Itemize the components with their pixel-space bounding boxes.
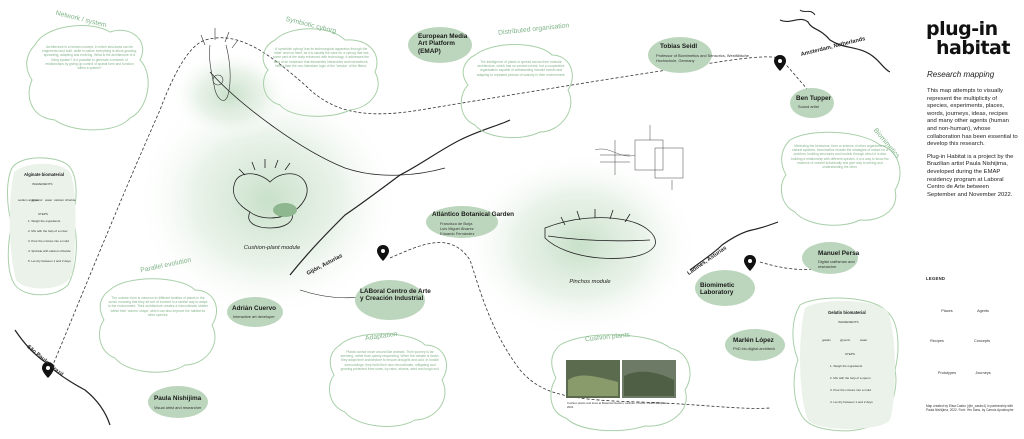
map-canvas (7, 9, 901, 432)
photo-caption: Cushion plants and trees at Botanical Ga… (567, 401, 667, 409)
subtitle: Research mapping (927, 70, 995, 79)
glow-pinchos (460, 150, 700, 340)
agent-blob (355, 280, 425, 320)
recipe-gelatin-ingredient: glycerin (840, 338, 851, 342)
module-cushion: Cushion-plant module (243, 245, 301, 251)
glow-cushion (133, 80, 403, 320)
recipe-alginate-steps-label: STEPS (38, 212, 48, 216)
concept-bubble (98, 278, 217, 373)
description: This map attempts to visually represent … (927, 88, 1019, 204)
concept-text-cyborg: A 'symbiotic cyborg' has its technologic… (273, 47, 369, 68)
agent-blob (648, 37, 712, 73)
recipe-gelatin-step: 4. Let dry between 1 and 2 days (830, 400, 873, 404)
concept-text-parallel: The cushion form is common to different … (108, 296, 208, 317)
legend-concepts: Concepts (973, 339, 991, 343)
agent-laboral: LABoral Centro de Arte y Creación Indust… (360, 288, 431, 303)
recipe-alginate-step: 1. Weigh the ingredients (28, 219, 61, 223)
agent-biomimetic-lab: Biomimetic Laboratory (700, 282, 735, 297)
agent-blob (695, 270, 755, 306)
sidebar (920, 0, 1024, 439)
agent-adrian: Adrián Cuervo (232, 305, 277, 312)
agent-garden-role: Francisco de Borja Luis Miguel Álvarez E… (440, 221, 475, 236)
agent-ben-role: Sound artist (798, 104, 819, 109)
agent-blob (227, 297, 283, 327)
legend-recipes: Recipes (930, 339, 944, 343)
agent-paula: Paula Nishijima (154, 395, 202, 402)
agent-garden: Atlántico Botanical Garden (432, 211, 515, 218)
agent-blob (426, 206, 498, 238)
logo-line2: habitat (936, 37, 1010, 59)
legend-journeys: Journeys (975, 371, 991, 375)
agent-marlen: Marlén López (733, 337, 774, 344)
recipe-alginate-ingredient: glycerol (32, 198, 43, 202)
cyborg-sketch (200, 28, 239, 101)
coastline-saopaulo (14, 329, 111, 426)
agent-tobias-role: Professor of Biomimetics and Sensorics, … (656, 53, 749, 63)
recipe-alginate-step: 5. Let dry between 1 and 2 days (28, 259, 71, 263)
agent-blob (802, 242, 858, 274)
recipe-alginate-ingredient: sodium alginate (18, 198, 40, 202)
agent-manuel: Manuel Persa (818, 250, 860, 257)
recipe-card-alginate (9, 163, 76, 289)
cushion-plant-drawing (233, 159, 308, 229)
recipe-alginate-step: 4. Sprinkle with calcium chloride (28, 249, 71, 253)
credits: Map created by Elisa Castro (@e_castro1)… (926, 404, 1014, 412)
concept-bubble (26, 25, 149, 131)
connector-line (209, 71, 446, 176)
journey-path (389, 242, 771, 409)
recipe-alginate-title: Alginate biomaterial (24, 172, 65, 177)
coastline-ladines (689, 221, 779, 271)
recipe-gelatin-step: 3. Pour the mixture into a mold (830, 388, 871, 392)
concept-text-adaptation: Plants cannot move around like animals. … (340, 350, 440, 371)
module-pinchos: Pinchos module (569, 279, 611, 285)
coastline-amsterdam-2 (799, 9, 816, 16)
cushion-plant-mass (273, 203, 297, 217)
recipe-gelatin-step: 2. Mix with the help of a spoon (830, 376, 871, 380)
organisation-diagram (600, 125, 684, 190)
logo: plug-in habitat (926, 20, 1010, 58)
concept-text-network: Architecture is a human concept, in whic… (42, 45, 137, 71)
description-paragraph: Plug-in Habitat is a project by the Braz… (927, 153, 1014, 198)
recipe-card-gelatin (800, 300, 895, 429)
recipe-gelatin-ingredient: gelatin (822, 338, 831, 342)
legend-prototypes: Prototypes (937, 371, 957, 375)
recipe-alginate-ingredients-label: INGREDIENTS (32, 182, 53, 186)
recipe-gelatin-title: Gelatin biomaterial (828, 310, 866, 315)
legend-title: LEGEND (926, 276, 946, 281)
concept-text-distributed: The intelligence of plants is spread acr… (476, 60, 566, 77)
glow-cyborg (170, 50, 290, 140)
coastline-amsterdam (779, 18, 891, 73)
recipe-alginate-step: 3. Pour the mixture into a mold (28, 239, 69, 243)
agent-blob (148, 386, 208, 418)
recipe-gelatin-ingredients-label: INGREDIENTS (838, 320, 859, 324)
recipe-gelatin-step: 1. Weigh the ingredients (830, 364, 863, 368)
recipe-alginate-ingredient: calcium chloride (54, 198, 76, 202)
concept-bubble (780, 131, 901, 226)
recipe-gelatin-steps-label: STEPS (845, 352, 855, 356)
recipe-alginate-ingredient: water (45, 198, 53, 202)
agent-ben: Ben Tupper (796, 95, 832, 102)
agent-paula-role: Visual artist and researcher (154, 405, 202, 410)
legend-agents: Agents (977, 309, 989, 313)
agent-manuel-role: Digital craftsman and researcher (818, 259, 855, 269)
concept-bubble (262, 28, 379, 117)
agent-adrian-role: Interactive art developer (233, 314, 275, 319)
agent-blob (790, 88, 834, 118)
agent-emap: European Media Art Platform (EMAP) (418, 33, 468, 55)
concept-bubble (460, 44, 573, 139)
agent-marlen-role: PhD bio-digital architech (733, 346, 776, 351)
description-paragraph: This map attempts to visually represent … (927, 88, 1018, 148)
concept-bubble (550, 334, 691, 432)
agent-blob (725, 329, 785, 361)
concept-bubble (328, 333, 447, 427)
agent-tobias: Tobias Seidl (660, 43, 698, 50)
concept-text-biomimetics: Mimicking the behaviour, form or science… (791, 144, 889, 170)
pinchos-drawing (544, 209, 656, 259)
recipe-alginate-step: 2. Mix with the help of a mixer (28, 229, 68, 233)
legend-places: Places (941, 309, 953, 313)
logo-line1: plug-in (926, 18, 998, 40)
agent-blob (408, 27, 472, 63)
biomimetic-lines (594, 148, 636, 157)
recipe-gelatin-ingredient: water (860, 338, 868, 342)
